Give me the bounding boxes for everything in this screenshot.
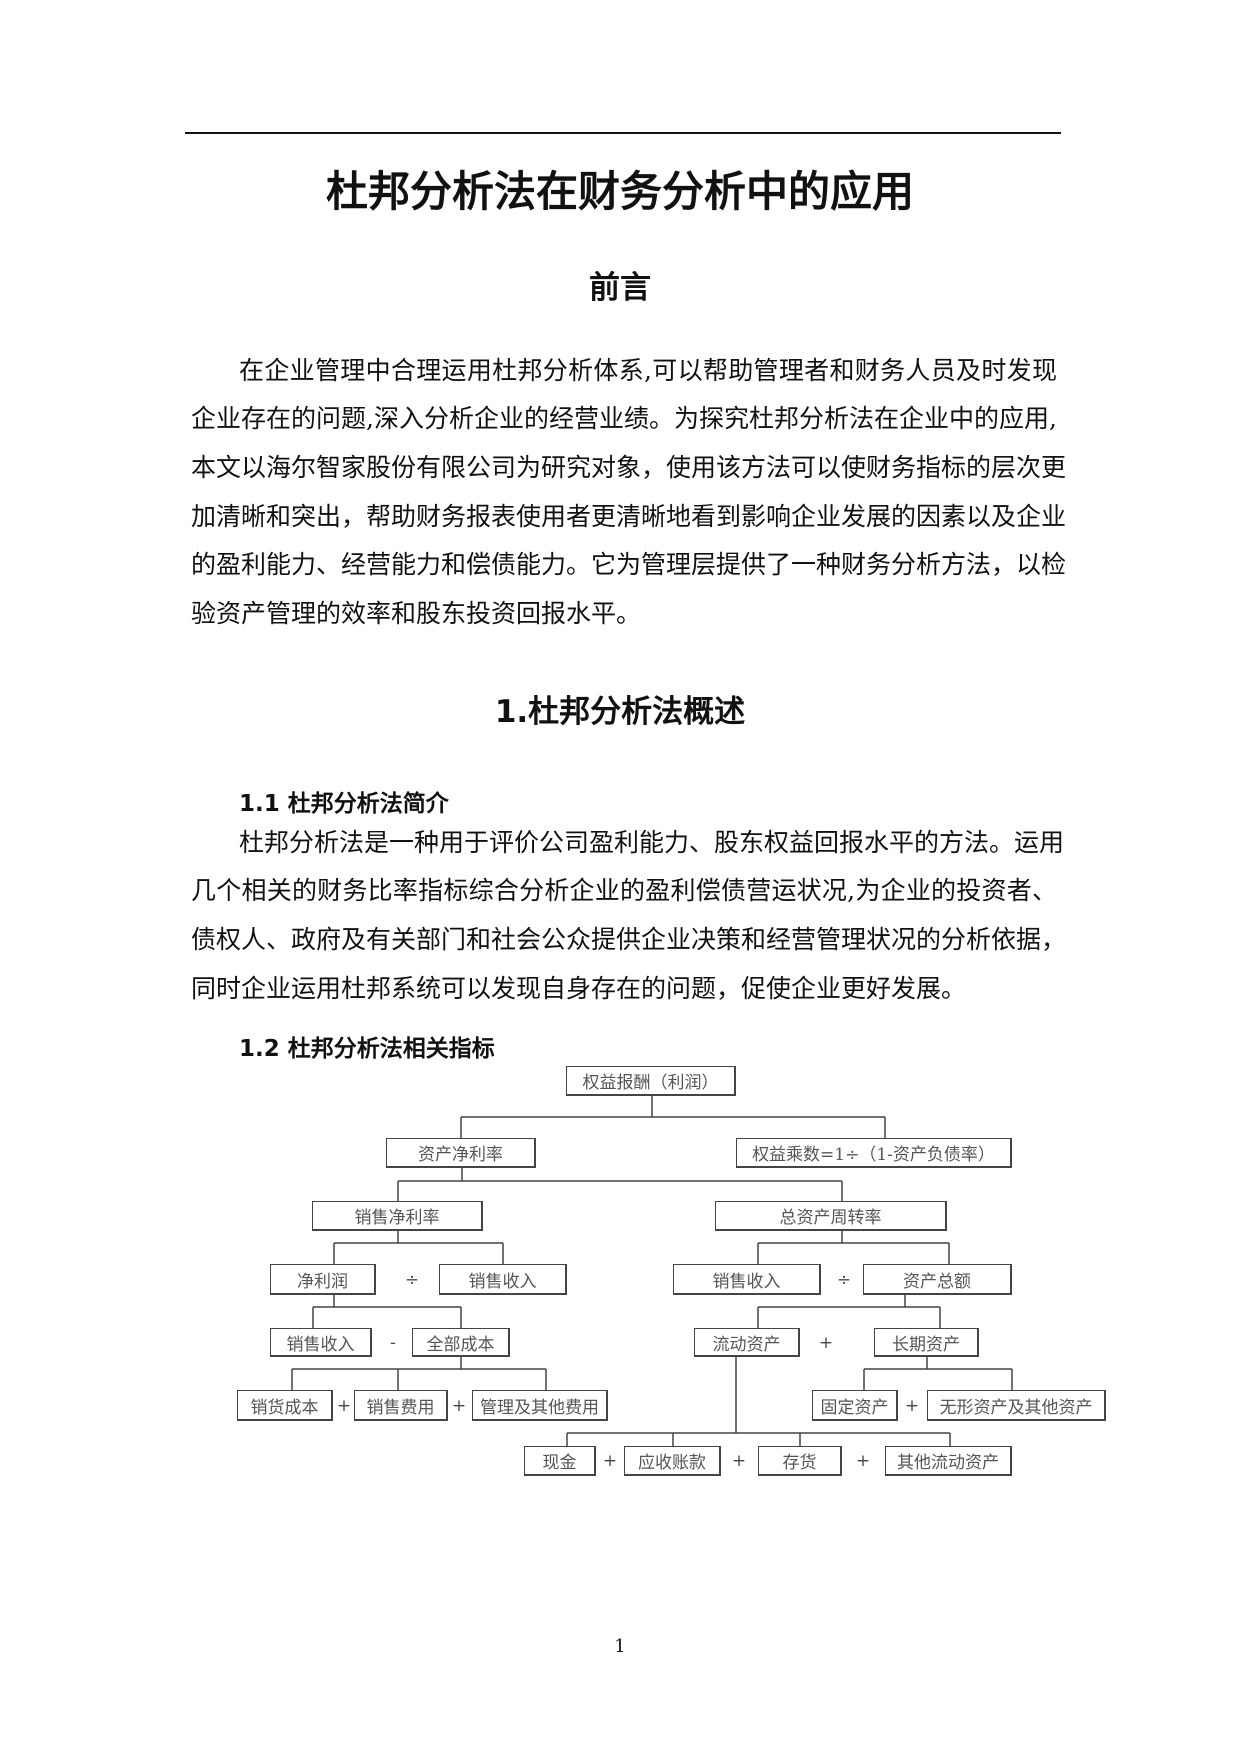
diagram-node: 管理及其他费用: [472, 1390, 608, 1421]
text-line: 验资产管理的效率和股东投资回报水平。: [191, 599, 642, 628]
section-1-1-heading: 1.1 杜邦分析法简介: [239, 791, 449, 817]
text-line: 企业存在的问题,深入分析企业的经营业绩。为探究杜邦分析法在企业中的应用,: [191, 404, 1057, 433]
diagram-operator: +: [731, 1451, 747, 1471]
diagram-node: 权益报酬（利润）: [566, 1066, 736, 1096]
diagram-node: 全部成本: [412, 1328, 510, 1357]
diagram-node: 销售费用: [354, 1390, 448, 1421]
diagram-node: 销售收入: [673, 1264, 821, 1295]
text-line: 同时企业运用杜邦系统可以发现自身存在的问题，促使企业更好发展。: [191, 974, 967, 1003]
diagram-node: 固定资产: [812, 1390, 898, 1421]
diagram-operator: +: [818, 1332, 834, 1353]
diagram-operator: +: [602, 1451, 618, 1471]
diagram-node: 销售净利率: [312, 1201, 483, 1231]
diagram-operator: +: [336, 1395, 352, 1416]
diagram-operator: +: [855, 1451, 871, 1471]
diagram-node: 资产总额: [863, 1264, 1012, 1295]
section-1-heading: 1.杜邦分析法概述: [494, 694, 746, 730]
diagram-node: 应收账款: [624, 1446, 721, 1476]
text-line: 在企业管理中合理运用杜邦分析体系,可以帮助管理者和财务人员及时发现: [239, 356, 1057, 385]
text-line: 债权人、政府及有关部门和社会公众提供企业决策和经营管理状况的分析依据，: [191, 925, 1067, 954]
diagram-node: 资产净利率: [386, 1138, 536, 1168]
diagram-node: 净利润: [270, 1264, 376, 1295]
diagram-node: 长期资产: [874, 1328, 979, 1357]
preface-heading: 前言: [589, 270, 651, 306]
diagram-node: 存货: [758, 1446, 842, 1476]
text-line: 杜邦分析法是一种用于评价公司盈利能力、股东权益回报水平的方法。运用: [239, 828, 1065, 857]
diagram-node: 无形资产及其他资产: [927, 1390, 1106, 1421]
diagram-operator: +: [904, 1395, 920, 1416]
diagram-operator: ÷: [404, 1269, 420, 1290]
diagram-operator: +: [451, 1395, 467, 1416]
diagram-node: 其他流动资产: [885, 1446, 1012, 1476]
text-line: 本文以海尔智家股份有限公司为研究对象，使用该方法可以使财务指标的层次更: [191, 453, 1067, 482]
text-line: 几个相关的财务比率指标综合分析企业的盈利偿债营运状况,为企业的投资者、: [191, 876, 1057, 905]
diagram-node: 销售收入: [439, 1264, 567, 1295]
diagram-node: 总资产周转率: [715, 1201, 947, 1231]
text-line: 的盈利能力、经营能力和偿债能力。它为管理层提供了一种财务分析方法，以检: [191, 550, 1067, 579]
diagram-operator: ÷: [836, 1269, 852, 1290]
diagram-operator: -: [390, 1332, 396, 1353]
diagram-node: 权益乘数=1÷（1-资产负债率）: [736, 1138, 1012, 1168]
text-line: 加清晰和突出，帮助财务报表使用者更清晰地看到影响企业发展的因素以及企业: [191, 502, 1067, 531]
diagram-node: 流动资产: [694, 1328, 800, 1357]
header-rule: [185, 132, 1061, 134]
diagram-node: 现金: [524, 1446, 596, 1476]
diagram-node: 销售收入: [270, 1328, 372, 1357]
diagram-node: 销货成本: [237, 1390, 333, 1421]
document-title: 杜邦分析法在财务分析中的应用: [325, 167, 914, 216]
section-1-2-heading: 1.2 杜邦分析法相关指标: [239, 1036, 495, 1062]
page-number: 1: [614, 1636, 626, 1657]
